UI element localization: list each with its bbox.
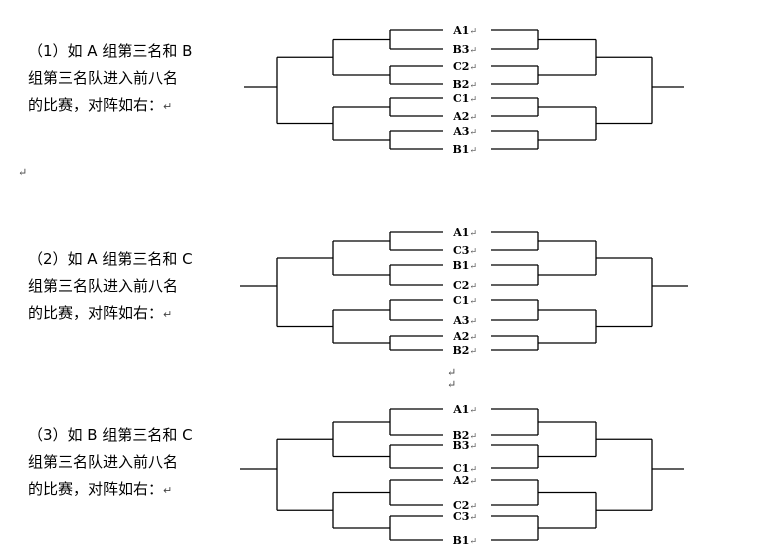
team-label: B2↵ [453, 429, 478, 442]
team-label: B2↵ [453, 344, 478, 357]
section-2-description: （2）如 A 组第三名和 C 组第三名队进入前八名 的比赛，对阵如右：↵ [28, 246, 218, 328]
team-label: A1↵ [452, 24, 477, 37]
team-label: A1↵ [452, 226, 477, 239]
team-label: C1↵ [453, 92, 477, 105]
description-line: （3）如 B 组第三名和 C [28, 426, 193, 444]
team-label: C1↵ [453, 462, 477, 475]
description-line: （1）如 A 组第三名和 B [28, 42, 193, 60]
team-label: C3↵ [453, 244, 477, 257]
paragraph-mark: ↵ [163, 308, 173, 321]
team-label: B3↵ [453, 43, 478, 56]
team-label: A3↵ [452, 125, 477, 138]
team-label: C2↵ [453, 279, 477, 292]
team-label: B1↵ [453, 534, 478, 547]
description-line: 的比赛，对阵如右：↵ [28, 96, 173, 114]
team-label: A2↵ [452, 330, 477, 343]
description-line: （2）如 A 组第三名和 C [28, 250, 193, 268]
description-line: 的比赛，对阵如右：↵ [28, 304, 173, 322]
team-label: B3↵ [453, 439, 478, 452]
paragraph-mark: ↵ [447, 378, 457, 391]
team-label: A3↵ [452, 314, 477, 327]
section-1-description: （1）如 A 组第三名和 B 组第三名队进入前八名 的比赛，对阵如右：↵ [28, 38, 218, 120]
team-label: B1↵ [453, 259, 478, 272]
paragraph-mark: ↵ [447, 366, 457, 379]
description-line: 组第三名队进入前八名 [28, 277, 179, 295]
team-label: A2↵ [452, 110, 477, 123]
description-line: 组第三名队进入前八名 [28, 69, 179, 87]
team-label: C2↵ [453, 60, 477, 73]
paragraph-mark: ↵ [163, 484, 173, 497]
team-label: A2↵ [452, 474, 477, 487]
section-3-description: （3）如 B 组第三名和 C 组第三名队进入前八名 的比赛，对阵如右：↵ [28, 422, 218, 504]
paragraph-mark: ↵ [163, 100, 173, 113]
team-label: C1↵ [453, 294, 477, 307]
team-label: B2↵ [453, 78, 478, 91]
description-line: 的比赛，对阵如右：↵ [28, 480, 173, 498]
paragraph-mark: ↵ [18, 166, 28, 179]
description-line: 组第三名队进入前八名 [28, 453, 179, 471]
team-label: A1↵ [452, 403, 477, 416]
team-label: C2↵ [453, 499, 477, 512]
team-label: B1↵ [453, 143, 478, 156]
team-label: C3↵ [453, 510, 477, 523]
